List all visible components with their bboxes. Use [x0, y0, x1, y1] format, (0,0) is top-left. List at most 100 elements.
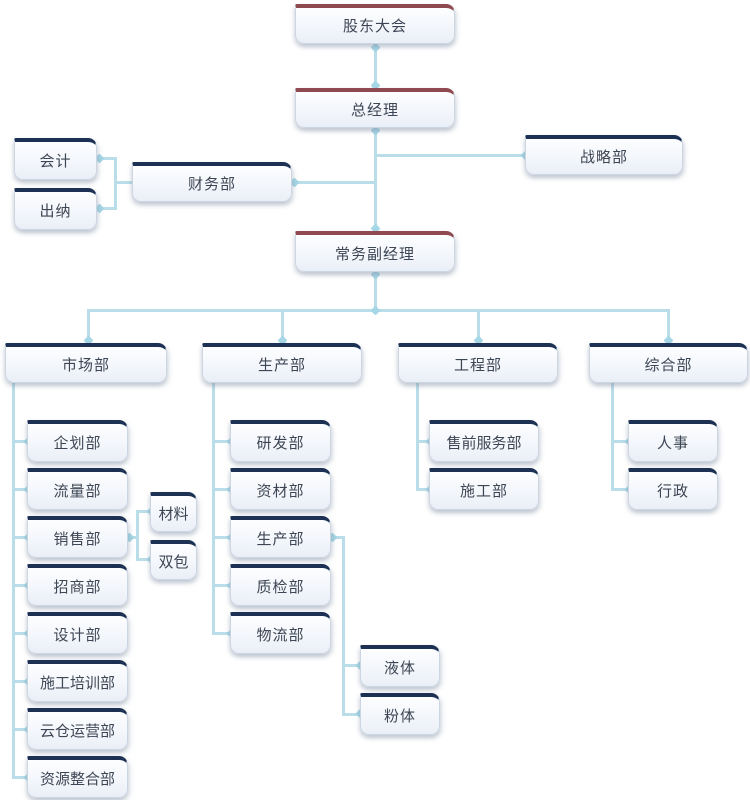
- node-label: 流量部: [53, 483, 102, 500]
- connector-line: [375, 154, 525, 157]
- org-node-cloud-warehouse-ops[interactable]: 云仓运营部: [27, 708, 128, 750]
- org-node-planning[interactable]: 企划部: [27, 420, 128, 462]
- connector-line: [12, 728, 28, 731]
- connector-line: [374, 44, 377, 88]
- connector-line: [212, 632, 231, 635]
- node-label: 销售部: [53, 531, 102, 548]
- org-node-traffic[interactable]: 流量部: [27, 468, 128, 510]
- connector-line: [12, 383, 15, 778]
- connector-line: [416, 440, 430, 443]
- org-node-design[interactable]: 设计部: [27, 612, 128, 654]
- connector-line: [12, 584, 28, 587]
- connector-line: [611, 440, 629, 443]
- node-label: 出纳: [39, 203, 72, 220]
- node-label: 企划部: [53, 435, 102, 452]
- node-label: 常务副经理: [334, 245, 415, 263]
- node-label: 材料: [158, 506, 189, 523]
- connector-line: [416, 383, 419, 490]
- node-label: 行政: [656, 483, 689, 500]
- node-label: 液体: [383, 660, 416, 677]
- node-label: 施工部: [459, 483, 508, 500]
- org-node-deputy-manager[interactable]: 常务副经理: [295, 231, 455, 272]
- connector-line: [136, 510, 139, 561]
- connector-line: [342, 664, 361, 667]
- node-label: 研发部: [256, 435, 305, 452]
- org-node-resource-integration[interactable]: 资源整合部: [27, 756, 128, 798]
- org-node-marketing[interactable]: 市场部: [5, 343, 167, 383]
- node-label: 财务部: [187, 176, 236, 193]
- connector-line: [12, 776, 28, 779]
- node-label: 会计: [39, 153, 72, 170]
- node-label: 云仓运营部: [39, 723, 115, 740]
- connector-line: [342, 536, 345, 716]
- node-label: 资材部: [256, 483, 305, 500]
- connector-line: [97, 207, 117, 210]
- org-node-construction-training[interactable]: 施工培训部: [27, 660, 128, 702]
- connector-line: [374, 272, 377, 312]
- node-label: 设计部: [53, 627, 102, 644]
- node-label: 战略部: [579, 149, 628, 166]
- connector-line: [12, 632, 28, 635]
- connector-line: [292, 181, 376, 184]
- connector-line: [87, 309, 90, 343]
- org-node-presales-service[interactable]: 售前服务部: [429, 420, 539, 462]
- node-label: 招商部: [53, 579, 102, 596]
- org-node-strategy[interactable]: 战略部: [525, 135, 683, 175]
- org-node-material[interactable]: 材料: [150, 492, 197, 532]
- connector-line: [136, 558, 151, 561]
- node-label: 质检部: [256, 579, 305, 596]
- connector-line: [136, 510, 151, 513]
- org-node-accounting[interactable]: 会计: [14, 138, 97, 180]
- org-node-rnd[interactable]: 研发部: [230, 420, 331, 462]
- org-node-quality-inspection[interactable]: 质检部: [230, 564, 331, 606]
- connector-line: [212, 536, 231, 539]
- connector-line: [12, 440, 28, 443]
- org-node-cashier[interactable]: 出纳: [14, 188, 97, 230]
- org-node-finance[interactable]: 财务部: [132, 162, 292, 202]
- org-node-sales[interactable]: 销售部: [27, 516, 128, 558]
- connector-line: [331, 536, 345, 539]
- node-label: 售前服务部: [446, 435, 522, 452]
- connector-line: [342, 713, 361, 716]
- node-label: 生产部: [256, 531, 305, 548]
- connector-line: [12, 488, 28, 491]
- connector-line: [667, 309, 670, 343]
- org-node-general-manager[interactable]: 总经理: [295, 88, 455, 128]
- connector-line: [114, 181, 132, 184]
- org-node-powder[interactable]: 粉体: [360, 693, 440, 735]
- connector-line: [477, 309, 480, 343]
- node-label: 施工培训部: [39, 675, 115, 692]
- connector-endpoint: [370, 42, 381, 53]
- node-label: 工程部: [453, 357, 502, 374]
- org-node-general-affairs[interactable]: 综合部: [589, 343, 748, 383]
- node-label: 资源整合部: [39, 771, 115, 788]
- org-node-hr[interactable]: 人事: [628, 420, 718, 462]
- org-node-engineering[interactable]: 工程部: [398, 343, 558, 383]
- connector-line: [374, 128, 377, 231]
- node-label: 物流部: [256, 627, 305, 644]
- org-node-shareholders-meeting[interactable]: 股东大会: [295, 4, 455, 44]
- org-node-double-package[interactable]: 双包: [150, 540, 197, 580]
- connector-line: [212, 488, 231, 491]
- org-node-admin[interactable]: 行政: [628, 468, 718, 510]
- org-node-investment[interactable]: 招商部: [27, 564, 128, 606]
- node-label: 双包: [158, 554, 189, 571]
- connector-line: [611, 488, 629, 491]
- connector-endpoint: [370, 305, 381, 316]
- org-node-logistics[interactable]: 物流部: [230, 612, 331, 654]
- connector-line: [97, 157, 117, 160]
- node-label: 股东大会: [342, 18, 407, 35]
- connector-line: [12, 536, 28, 539]
- org-node-materials-supply[interactable]: 资材部: [230, 468, 331, 510]
- org-node-liquid[interactable]: 液体: [360, 645, 440, 687]
- org-node-production-sub[interactable]: 生产部: [230, 516, 331, 558]
- org-node-construction[interactable]: 施工部: [429, 468, 539, 510]
- node-label: 生产部: [257, 357, 306, 374]
- node-label: 总经理: [350, 102, 399, 119]
- node-label: 粉体: [383, 708, 416, 725]
- org-node-production[interactable]: 生产部: [202, 343, 362, 383]
- connector-line: [281, 309, 284, 343]
- connector-line: [611, 383, 614, 490]
- node-label: 人事: [656, 435, 689, 452]
